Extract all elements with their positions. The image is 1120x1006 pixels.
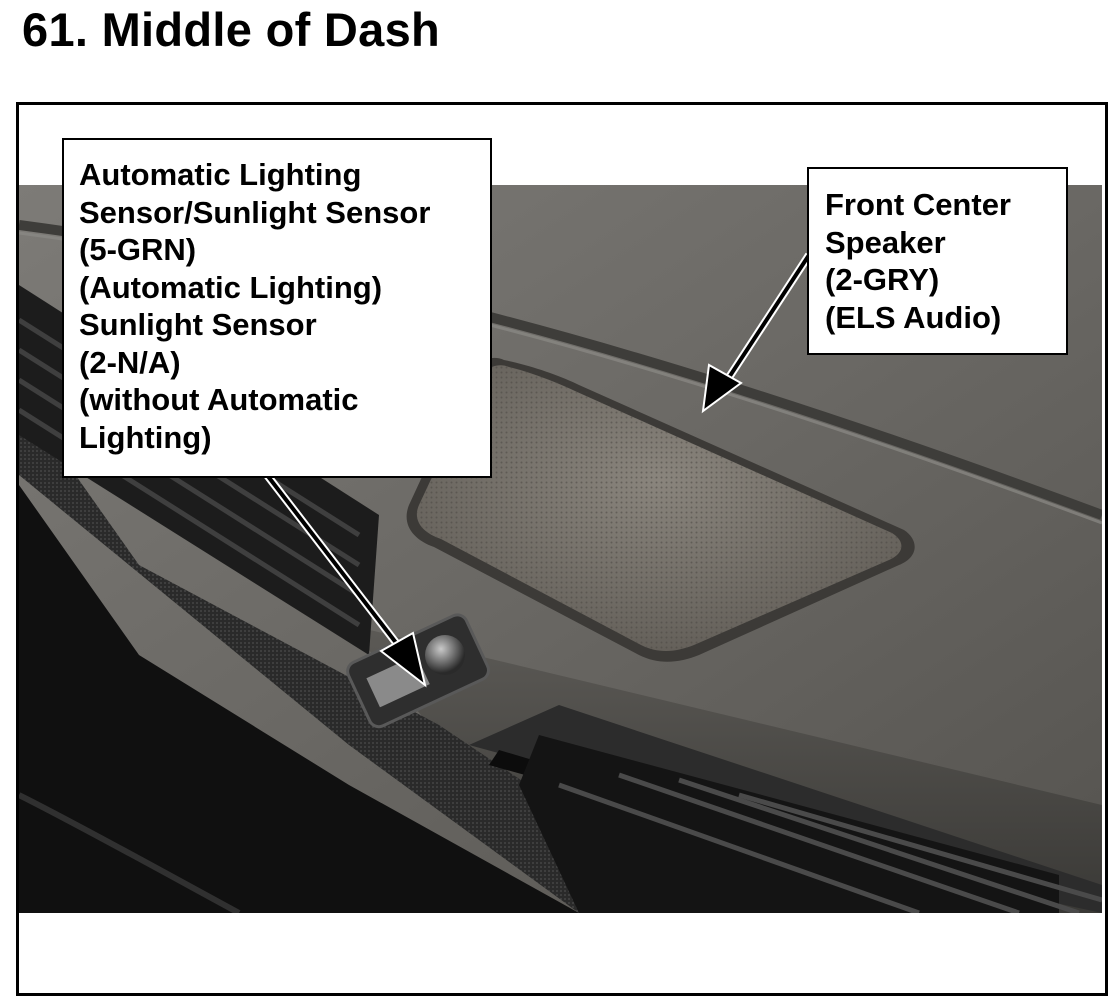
- callout-line: Speaker: [825, 224, 946, 260]
- sensor-callout: Automatic Lighting Sensor/Sunlight Senso…: [62, 138, 492, 478]
- callout-line: (ELS Audio): [825, 299, 1002, 335]
- sensor-callout-arrow: [263, 472, 427, 688]
- page-title: 61. Middle of Dash: [22, 3, 441, 56]
- callout-line: (without Automatic: [79, 382, 359, 417]
- callout-line: Automatic Lighting: [79, 157, 362, 192]
- callout-line: (2-GRY): [825, 262, 940, 297]
- callout-line: Lighting): [79, 419, 212, 455]
- callout-line: Sunlight Sensor: [79, 307, 317, 342]
- callout-line: Sensor/Sunlight Sensor: [79, 194, 431, 230]
- callout-line: (2-N/A): [79, 344, 181, 380]
- callout-line: (5-GRN): [79, 232, 197, 267]
- speaker-callout: Front Center Speaker (2-GRY) (ELS Audio): [807, 167, 1068, 355]
- callout-line: (Automatic Lighting): [79, 269, 383, 305]
- callout-line: Front Center: [825, 187, 1011, 222]
- speaker-callout-arrow: [701, 252, 813, 414]
